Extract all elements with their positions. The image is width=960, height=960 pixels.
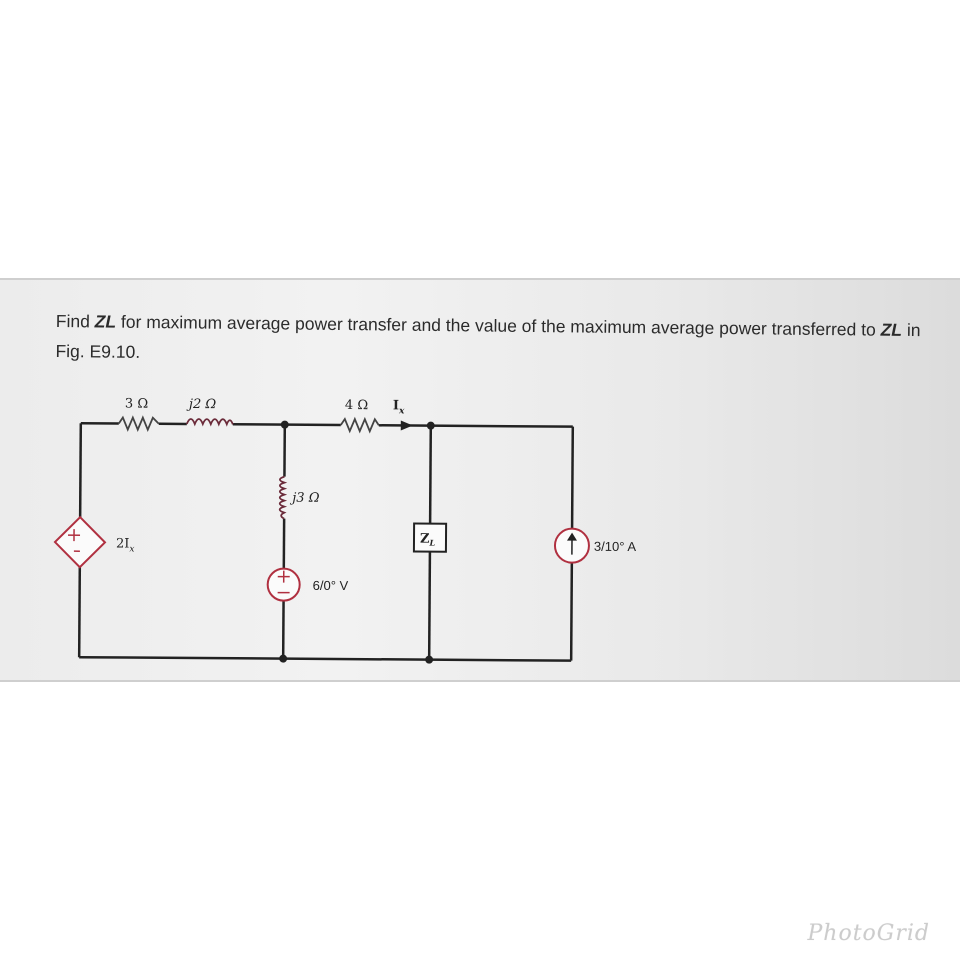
wire-isrc-upper: [570, 426, 575, 529]
current-source-icon: [553, 527, 590, 564]
inductor-j3: [278, 475, 288, 520]
ix-arrow-icon: [400, 420, 413, 431]
watermark: PhotoGrid: [807, 921, 930, 946]
inductor-j2: [185, 418, 234, 427]
resistor-4ohm: [340, 416, 380, 434]
dependent-source-icon: [53, 515, 107, 569]
load-impedance-box: [412, 522, 448, 553]
wire-isrc-lower: [569, 562, 574, 661]
node-dot: [280, 420, 289, 429]
wire-zl-lower: [427, 551, 432, 660]
wire-zl-upper: [428, 425, 433, 524]
node-dot: [425, 655, 434, 664]
resistor-3ohm: [118, 415, 160, 433]
label-vsrc: 6/0° V: [313, 578, 349, 593]
label-dep-src: 2Ix: [116, 536, 135, 554]
label-zl: ZL: [420, 532, 436, 548]
voltage-source-icon: [266, 567, 301, 602]
node-dot: [426, 421, 435, 430]
label-l2: j3 Ω: [289, 491, 320, 506]
wire-bottom: [79, 655, 572, 662]
node-dot: [279, 654, 288, 663]
label-r1: 3 Ω: [125, 397, 148, 412]
label-isrc: 3/10° A: [594, 539, 636, 554]
label-ix: Ix: [393, 398, 405, 416]
band-bottom-edge: [0, 680, 960, 682]
band-top-edge: [0, 278, 960, 280]
wire-left-upper: [78, 423, 83, 518]
label-r2: 4 Ω: [345, 398, 368, 413]
label-l1: j2 Ω: [186, 397, 217, 412]
photo-background: [0, 278, 960, 682]
wire-left-lower: [77, 567, 82, 658]
